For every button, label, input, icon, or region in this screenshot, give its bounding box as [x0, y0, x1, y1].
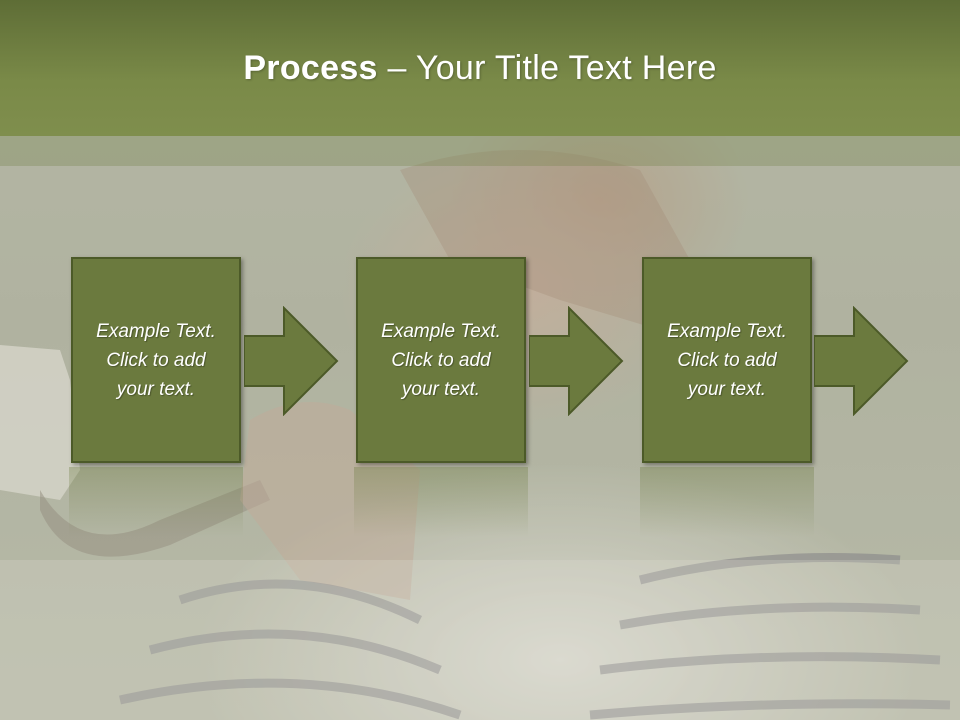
process-step-3[interactable]: Example Text. Click to add your text. [642, 257, 812, 463]
step-1-text[interactable]: Example Text. Click to add your text. [96, 320, 216, 400]
step-2-text[interactable]: Example Text. Click to add your text. [381, 320, 501, 400]
title-bar: Process – Your Title Text Here [0, 0, 960, 136]
page-title[interactable]: Process – Your Title Text Here [243, 49, 716, 88]
title-rest: – Your Title Text Here [377, 48, 717, 87]
step-3-reflection [640, 467, 814, 537]
step-3-text[interactable]: Example Text. Click to add your text. [667, 320, 787, 400]
header-band [0, 136, 960, 166]
step-2-reflection [354, 467, 528, 537]
right-arrow-icon [814, 306, 909, 416]
title-bold: Process [243, 48, 378, 87]
process-step-2[interactable]: Example Text. Click to add your text. [356, 257, 526, 463]
right-arrow-icon [529, 306, 624, 416]
process-step-1[interactable]: Example Text. Click to add your text. [71, 257, 241, 463]
right-arrow-icon [244, 306, 339, 416]
step-1-reflection [69, 467, 243, 537]
